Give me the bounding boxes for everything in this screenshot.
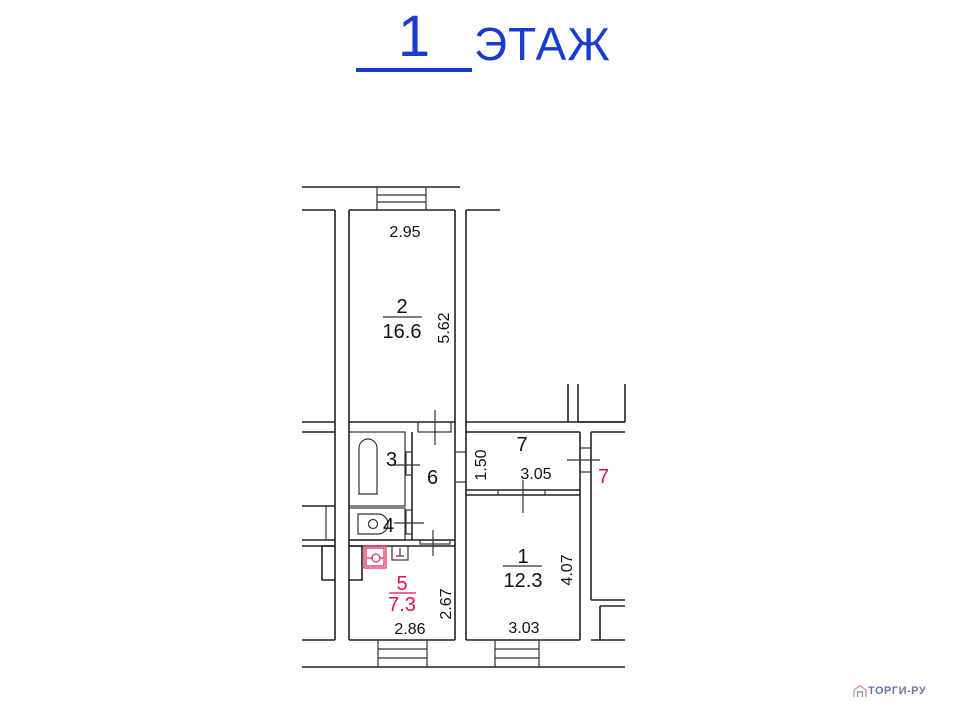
bathroom-block <box>348 410 600 569</box>
room-1-length: 4.07 <box>559 554 576 585</box>
room-5-width: 2.86 <box>394 621 425 638</box>
floor-word: ЭТАЖ <box>474 18 611 70</box>
room-6-number: 6 <box>427 467 438 489</box>
boiler-icon <box>363 545 387 569</box>
floor-title: 1 ЭТАЖ <box>356 2 611 72</box>
room-2-width: 2.95 <box>389 224 420 241</box>
room-3-number: 3 <box>386 449 397 471</box>
room-5: 5 7.3 2.86 2.67 <box>388 573 455 638</box>
room-7-width: 3.05 <box>520 466 551 483</box>
watermark: ТОРГИ-РУ <box>852 684 926 698</box>
floor-number: 1 <box>356 6 472 72</box>
room-5-length: 2.67 <box>438 588 455 619</box>
outer-walls <box>302 186 626 668</box>
bathtub-icon <box>358 438 378 495</box>
room-2-number: 2 <box>396 296 407 318</box>
room-7-length: 1.50 <box>473 449 490 480</box>
room-2-area: 16.6 <box>383 321 422 343</box>
room-7-number: 7 <box>516 434 527 456</box>
watermark-text: ТОРГИ-РУ <box>868 685 927 697</box>
room-5-number: 5 <box>396 573 407 595</box>
room-5-area: 7.3 <box>388 594 416 616</box>
room-1-area: 12.3 <box>504 570 543 592</box>
room-2: 2.95 2 16.6 5.62 <box>383 224 453 344</box>
room-1-number: 1 <box>517 546 528 568</box>
room-1-width: 3.03 <box>508 620 539 637</box>
room-4-number: 4 <box>383 515 394 537</box>
room-1: 1 12.3 3.03 4.07 <box>503 546 576 637</box>
house-logo-icon <box>853 684 867 697</box>
room-7: 7 3.05 1.50 <box>473 434 552 483</box>
riser-label: 7 <box>598 466 609 488</box>
toilet-icon <box>357 513 389 535</box>
room-2-length: 5.62 <box>436 312 453 343</box>
